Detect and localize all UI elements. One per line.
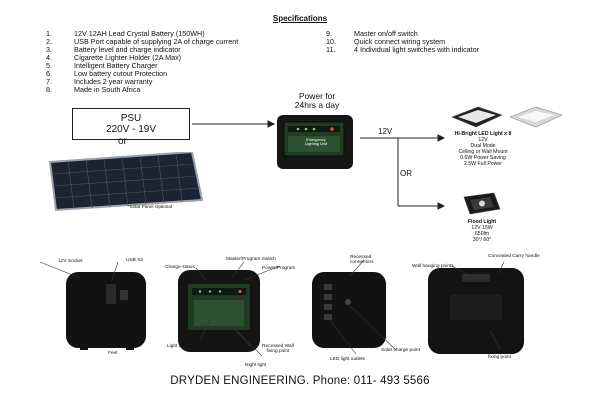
spec-text: 4 Individual light switches with indicat…	[354, 45, 480, 54]
spec-item: 2. USB Port capable of supplying 2A of ch…	[46, 38, 346, 46]
solar-panel-image	[48, 152, 204, 212]
callout-wall-hanging: Wall hanging points	[412, 264, 454, 269]
spec-number: 11.	[326, 45, 336, 54]
product-views-image	[39, 259, 524, 357]
callout-wall-fixing: Wall fixing point	[488, 350, 511, 360]
or-label-left: or	[118, 136, 127, 147]
spec-item: 11. 4 Individual light switches with indi…	[326, 46, 586, 54]
flood-light-spec: Flood Light 12V 15W 650lm 30°/ 60°	[448, 219, 516, 243]
spec-text: Quick connect wiring system	[354, 37, 446, 46]
callout-carry-handle: Concealed Carry handle	[488, 254, 540, 259]
spec-text: Intelligent Battery Charger	[74, 61, 158, 70]
flood-line: 12V 15W	[471, 225, 493, 231]
spec-item: 7. Includes 2 year warranty	[46, 78, 346, 86]
callout-solar-charge: Solar charge point	[381, 348, 420, 353]
unit-face-line1: Emergency	[306, 138, 326, 142]
led-line: Dual Mode	[470, 143, 496, 149]
spec-text: Made in South Africa	[74, 85, 141, 94]
spec-item: 3. Battery level and charge indicator	[46, 46, 346, 54]
callout-power-program: Power/Program	[262, 266, 296, 271]
unit-face-text: Emergency Lighting Unit	[286, 138, 346, 146]
flood-light-image	[463, 192, 501, 215]
spec-list-left: 1.12V 12AH Lead Crystal Battery (150WH)2…	[46, 30, 346, 94]
spec-number: 3.	[46, 45, 52, 54]
callout-recessed-wall-line2: fixing point	[266, 349, 290, 354]
spec-text: Low battery cutout Protection	[74, 69, 168, 78]
spec-text: Battery level and charge indicator	[74, 45, 181, 54]
spec-item: 9. Master on/off switch	[326, 30, 586, 38]
callout-recessed-wall: Recessed Wall fixing point	[262, 344, 294, 354]
callout-master-switch: Master/Program Switch	[226, 257, 276, 262]
flood-line: 650lm	[474, 231, 490, 237]
unit-face-line2: Lighting Unit	[304, 142, 328, 146]
psu-voltage: 220V - 19V	[105, 124, 157, 135]
spec-text: Cigarette Lighter Holder (2A Max)	[74, 53, 182, 62]
spec-number: 9.	[326, 29, 332, 38]
specifications-title: Specifications	[272, 14, 328, 23]
callout-recessed-conn-line2: connectors	[350, 260, 374, 265]
callout-12v-socket: 12V Socket	[58, 259, 83, 264]
voltage-label: 12V	[378, 127, 393, 136]
power-label-line1: Power for	[298, 91, 336, 101]
led-line: 0.6W Power Saving	[460, 155, 506, 161]
psu-box: PSU 220V - 19V	[72, 108, 190, 140]
led-light-title: Hi-Bright LED Light x 8	[454, 131, 512, 137]
callout-wall-fixing-line2: fixing point	[488, 355, 511, 360]
spec-number: 5.	[46, 61, 52, 70]
spec-item: 10. Quick connect wiring system	[326, 38, 586, 46]
spec-item: 1. 12V 12AH Lead Crystal Battery (150WH)	[46, 30, 346, 38]
spec-number: 4.	[46, 53, 52, 62]
solar-caption: *Solar Panel Optional	[128, 204, 172, 209]
or-label-right: OR	[400, 169, 412, 178]
spec-text: Includes 2 year warranty	[74, 77, 153, 86]
callout-led-outlets: LED light outlets	[330, 357, 365, 362]
spec-number: 1.	[46, 29, 52, 38]
callout-recessed-wall-line1: Recessed Wall	[262, 344, 294, 349]
spec-item: 4. Cigarette Lighter Holder (2A Max)	[46, 54, 346, 62]
footer-contact: DRYDEN ENGINEERING. Phone: 011- 493 5566	[170, 375, 430, 387]
callout-light-switches: Light Switches	[167, 344, 198, 349]
callout-recessed-connectors: Recessed connectors	[350, 255, 373, 265]
led-line: Ceiling or Wall Mount	[458, 149, 508, 155]
led-line: 2.5W Full Power	[463, 161, 503, 167]
spec-number: 10.	[326, 37, 336, 46]
spec-number: 2.	[46, 37, 52, 46]
spec-number: 8.	[46, 85, 52, 94]
led-light-image	[451, 106, 563, 128]
flood-line: 30°/ 60°	[472, 237, 492, 243]
callout-feet: Feet	[108, 351, 118, 356]
led-line: 12V	[478, 137, 488, 143]
spec-item: 8. Made in South Africa	[46, 86, 346, 94]
spec-number: 6.	[46, 69, 52, 78]
power-label-line2: 24hrs a day	[294, 100, 340, 110]
callout-night-light: Night light	[245, 363, 267, 368]
spec-text: USB Port capable of supplying 2A of char…	[74, 37, 239, 46]
spec-item: 5. Intelligent Battery Charger	[46, 62, 346, 70]
callout-charge-status: Charge status	[165, 265, 195, 270]
spec-text: Master on/off switch	[354, 29, 418, 38]
led-light-spec: Hi-Bright LED Light x 8 12V Dual Mode Ce…	[448, 131, 518, 167]
spec-item: 6. Low battery cutout Protection	[46, 70, 346, 78]
spec-text: 12V 12AH Lead Crystal Battery (150WH)	[74, 29, 205, 38]
spec-number: 7.	[46, 77, 52, 86]
callout-recessed-conn-line1: Recessed	[350, 255, 372, 260]
psu-label: PSU	[120, 113, 142, 124]
power-label: Power for 24hrs a day	[272, 92, 362, 110]
callout-wall-fixing-line1: Wall	[494, 350, 505, 355]
flood-light-title: Flood Light	[467, 219, 497, 225]
callout-usb: USB X2	[126, 258, 144, 263]
spec-list-right: 9. Master on/off switch 10. Quick connect w…	[326, 30, 586, 54]
lighting-unit-image	[277, 115, 353, 169]
